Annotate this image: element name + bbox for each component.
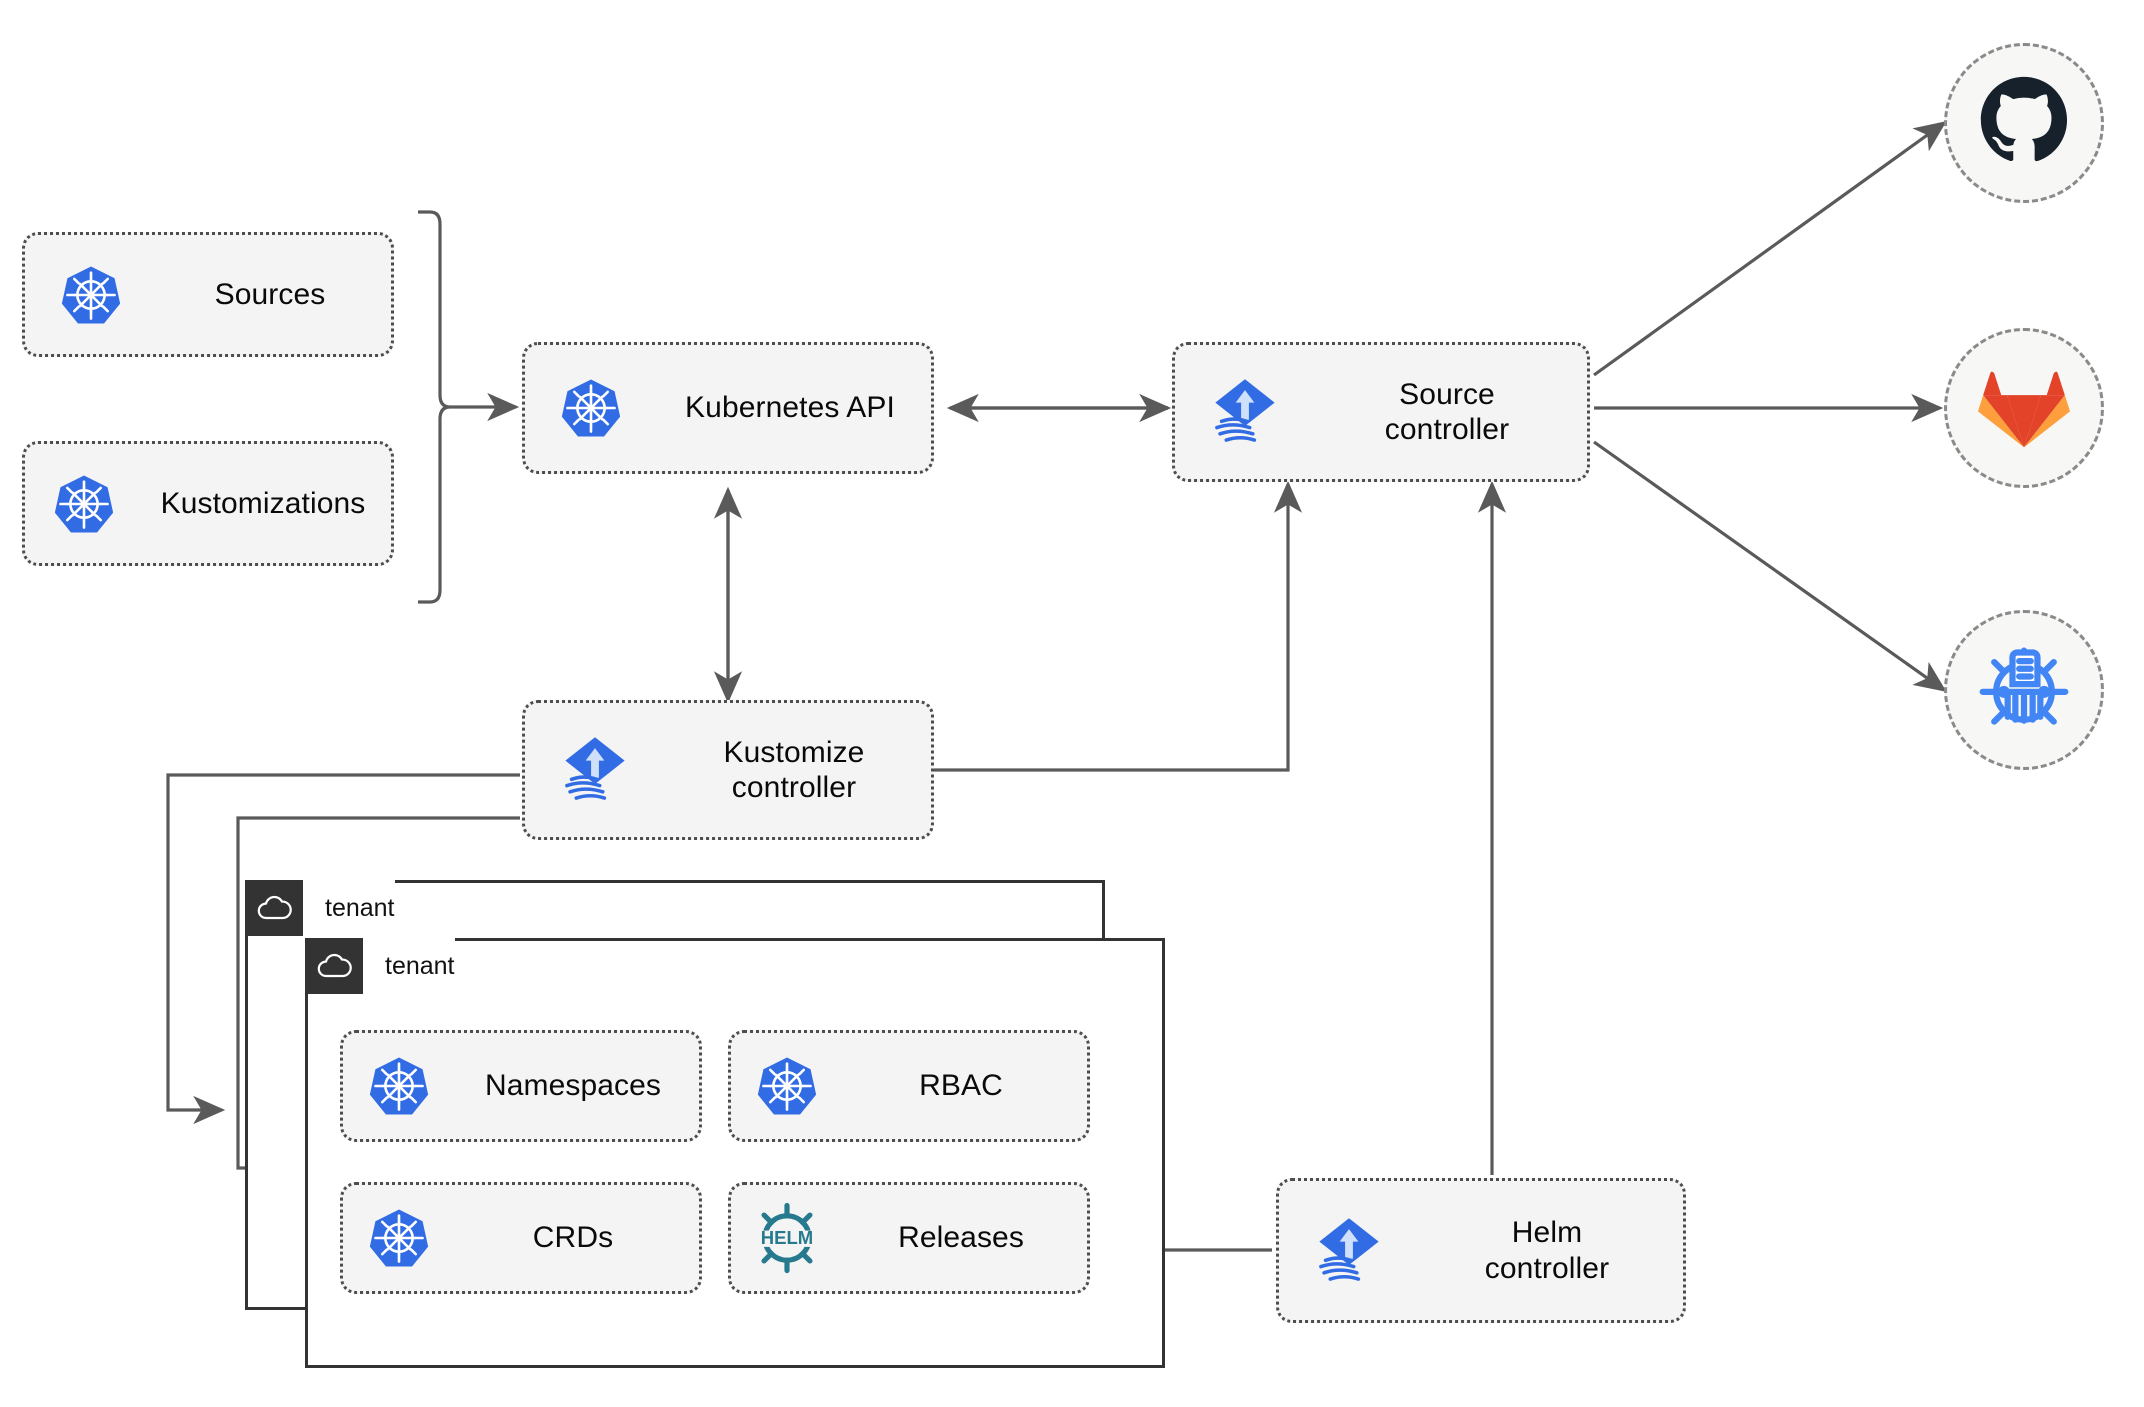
tenant-tab: tenant [305,938,455,994]
tenant-label: tenant [385,951,455,980]
node-label: Kubernetes API [685,391,895,425]
kubernetes-icon [343,1055,455,1117]
node-sources[interactable]: Sources [22,232,394,357]
node-label: Namespaces [484,1069,662,1103]
endpoint-gitlab[interactable] [1944,328,2104,488]
node-crds[interactable]: CRDs [340,1182,702,1294]
tenant-container-inner[interactable]: tenant [305,938,1165,1368]
bucket-icon [1976,640,2072,741]
node-helm-controller[interactable]: Helm controller [1276,1178,1686,1323]
kubernetes-icon [25,473,143,535]
tenant-label: tenant [325,893,395,922]
tenant-tab: tenant [245,880,395,936]
node-label: Kustomize controller [723,735,865,804]
flux-icon [1279,1212,1419,1290]
kubernetes-icon [343,1207,455,1269]
node-label: CRDs [532,1221,614,1255]
kubernetes-icon [525,377,657,439]
cloud-icon [245,880,303,936]
node-releases[interactable]: HELM Releases [728,1182,1090,1294]
node-label: Helm controller [1484,1216,1610,1285]
kubernetes-icon [25,264,157,326]
node-rbac[interactable]: RBAC [728,1030,1090,1142]
endpoint-bucket[interactable] [1944,610,2104,770]
node-label: RBAC [919,1069,1003,1103]
gitlab-icon [1978,360,2070,457]
node-namespaces[interactable]: Namespaces [340,1030,702,1142]
helm-icon: HELM [731,1201,843,1275]
flux-icon [1175,373,1315,451]
cloud-icon [305,938,363,994]
node-kubernetes-api[interactable]: Kubernetes API [522,342,934,474]
node-label: Source controller [1384,377,1510,446]
endpoint-github[interactable] [1944,43,2104,203]
flux-icon [525,731,665,809]
node-kustomize-controller[interactable]: Kustomize controller [522,700,934,840]
node-label: Sources [214,277,326,311]
github-icon [1978,75,2070,172]
node-source-controller[interactable]: Source controller [1172,342,1590,482]
node-label: Releases [898,1221,1024,1255]
kubernetes-icon [731,1055,843,1117]
node-kustomizations[interactable]: Kustomizations [22,441,394,566]
svg-text:HELM: HELM [761,1227,813,1248]
node-label: Kustomizations [160,486,366,520]
